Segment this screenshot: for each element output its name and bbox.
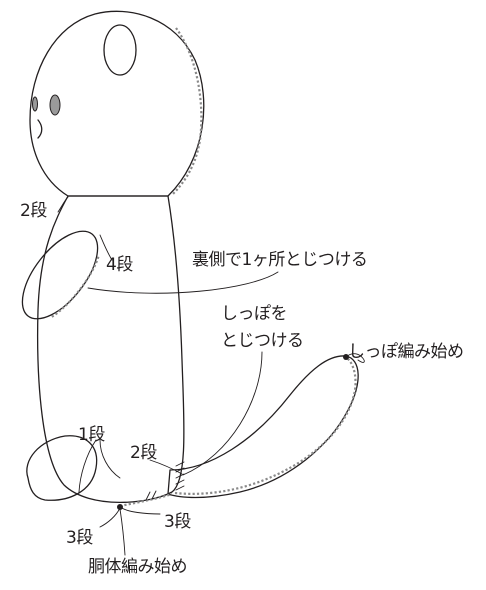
label-4dan-arm: 4段 bbox=[106, 255, 133, 275]
leader-body-start bbox=[119, 508, 126, 556]
arm-outline bbox=[21, 230, 99, 320]
ear-inner bbox=[103, 24, 137, 76]
label-3dan-left: 3段 bbox=[66, 528, 93, 548]
tail-stitch-line bbox=[174, 357, 357, 495]
body-outline bbox=[37, 195, 185, 504]
label-3dan-right: 3段 bbox=[164, 512, 191, 532]
label-2dan-tail: 2段 bbox=[130, 443, 157, 463]
leader-neck-2dan bbox=[57, 196, 69, 213]
leader-arm-4dan bbox=[99, 234, 113, 261]
head-outline bbox=[29, 10, 205, 197]
leader-1dan-right bbox=[99, 439, 121, 479]
arm bbox=[21, 230, 100, 320]
leader-3dan-left bbox=[99, 507, 121, 528]
mouth bbox=[37, 119, 43, 139]
label-body-start: 胴体編み始め bbox=[88, 557, 188, 577]
foot-outline bbox=[26, 435, 98, 501]
tick-marks-tail bbox=[175, 461, 185, 491]
label-shippo-start: しっぽ編み始め bbox=[348, 342, 464, 362]
body-start-dot bbox=[117, 504, 123, 510]
tick-marks-bottom bbox=[145, 490, 157, 501]
eye-left bbox=[49, 94, 61, 116]
label-2dan-neck: 2段 bbox=[20, 201, 47, 221]
leader-3dan-right bbox=[121, 507, 161, 515]
head-stitch-line bbox=[171, 27, 203, 196]
label-shippo-toji-line1: しっぽを bbox=[221, 304, 288, 324]
tail-outline bbox=[167, 355, 359, 499]
leader-2dan-tail bbox=[149, 459, 183, 475]
leader-ura-toji bbox=[87, 271, 279, 294]
leader-shippo-toji bbox=[182, 351, 263, 476]
label-shippo-toji-line2: とじつける bbox=[221, 331, 304, 351]
leader-1dan-left bbox=[78, 439, 97, 493]
body-bottom-stitch-line bbox=[119, 492, 173, 508]
leader-shippo-start bbox=[345, 353, 365, 363]
eye-right bbox=[32, 96, 38, 112]
label-1dan: 1段 bbox=[78, 425, 105, 445]
label-ura-toji: 裏側で1ヶ所とじつける bbox=[192, 250, 368, 270]
arm-stitch-line bbox=[50, 256, 100, 319]
